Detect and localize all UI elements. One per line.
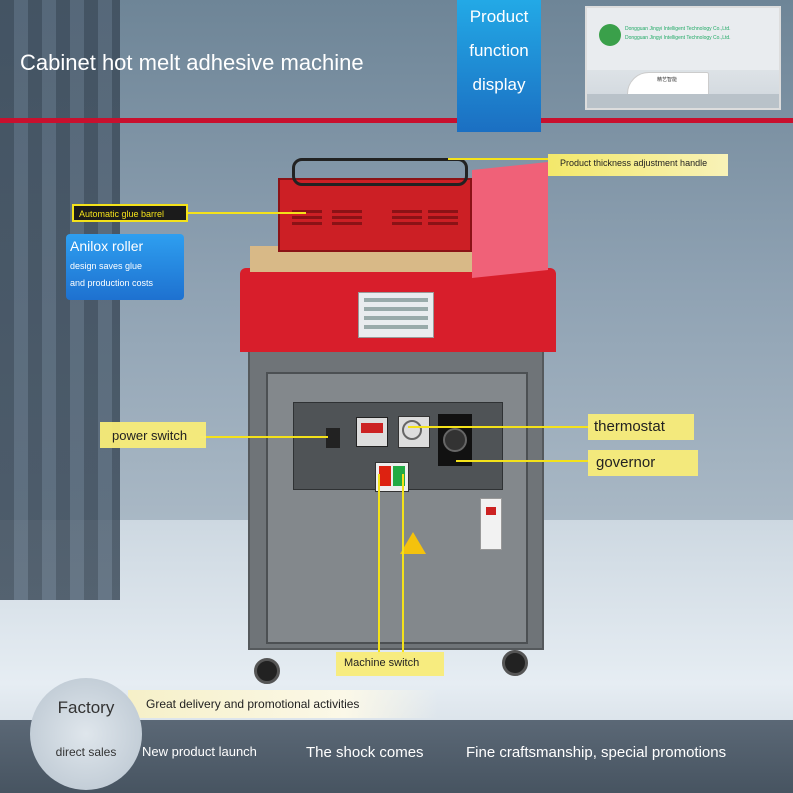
showroom-floor — [587, 94, 779, 108]
power-switch-label: power switch — [100, 422, 206, 448]
tab-line-3: display — [472, 75, 526, 94]
company-logo-icon — [599, 24, 621, 46]
background-pillar — [0, 0, 120, 600]
tab-line-1: Product — [469, 7, 529, 26]
tab-line-2: function — [469, 41, 529, 60]
power-cable — [292, 158, 468, 186]
badge-line-1: Factory — [57, 698, 115, 717]
anilox-line-2: and production costs — [70, 278, 154, 288]
warning-icon — [400, 532, 426, 554]
machine-switch-label: Machine switch — [336, 652, 444, 676]
promo-strip: Great delivery and promotional activitie… — [128, 690, 438, 718]
vent-grille — [392, 210, 422, 228]
header-divider — [0, 118, 793, 123]
thermostat-label: thermostat — [588, 414, 694, 440]
leader-line — [378, 474, 380, 654]
badge-line-2: direct sales — [55, 745, 117, 759]
vent-grille — [292, 210, 322, 228]
company-name-line-1: Dongguan Jingyi Intelligent Technology C… — [625, 26, 731, 32]
leader-line — [408, 426, 590, 428]
promo-strip-text: Great delivery and promotional activitie… — [146, 697, 360, 711]
anilox-line-1: design saves glue — [70, 261, 143, 271]
vent-grille — [332, 210, 362, 228]
temperature-display — [356, 417, 388, 447]
governor-label: governor — [588, 450, 698, 476]
caster-wheel-icon — [254, 658, 280, 684]
promo-item: Fine craftsmanship, special promotions — [466, 744, 727, 761]
nameplate — [358, 292, 434, 338]
leader-line — [186, 212, 306, 214]
emergency-switch[interactable] — [480, 498, 502, 550]
page-title: Cabinet hot melt adhesive machine — [20, 50, 364, 75]
anilox-roller-label: Anilox roller design saves glue and prod… — [66, 234, 184, 300]
power-switch-button[interactable] — [326, 428, 340, 448]
thermostat-knob[interactable] — [398, 416, 430, 448]
leader-line — [200, 436, 328, 438]
company-name-line-2: Dongguan Jingyi Intelligent Technology C… — [625, 35, 731, 41]
desk-label: 精艺智能 — [657, 77, 678, 83]
leader-line — [402, 474, 404, 654]
caster-wheel-icon — [502, 650, 528, 676]
governor-dial[interactable] — [438, 414, 472, 466]
showroom-photo: Dongguan Jingyi Intelligent Technology C… — [585, 6, 781, 110]
vent-grille — [428, 210, 458, 228]
side-cover — [472, 162, 548, 278]
product-display-tab[interactable]: Product function display — [457, 0, 541, 132]
factory-badge: Factory direct sales — [30, 678, 142, 790]
leader-line — [456, 460, 590, 462]
leader-line — [448, 158, 548, 160]
thickness-handle-label: Product thickness adjustment handle — [548, 154, 728, 176]
glue-barrel-label: Automatic glue barrel — [72, 204, 188, 222]
promo-item: New product launch — [142, 744, 257, 759]
anilox-title: Anilox roller — [70, 238, 144, 254]
promo-item: The shock comes — [306, 744, 424, 761]
